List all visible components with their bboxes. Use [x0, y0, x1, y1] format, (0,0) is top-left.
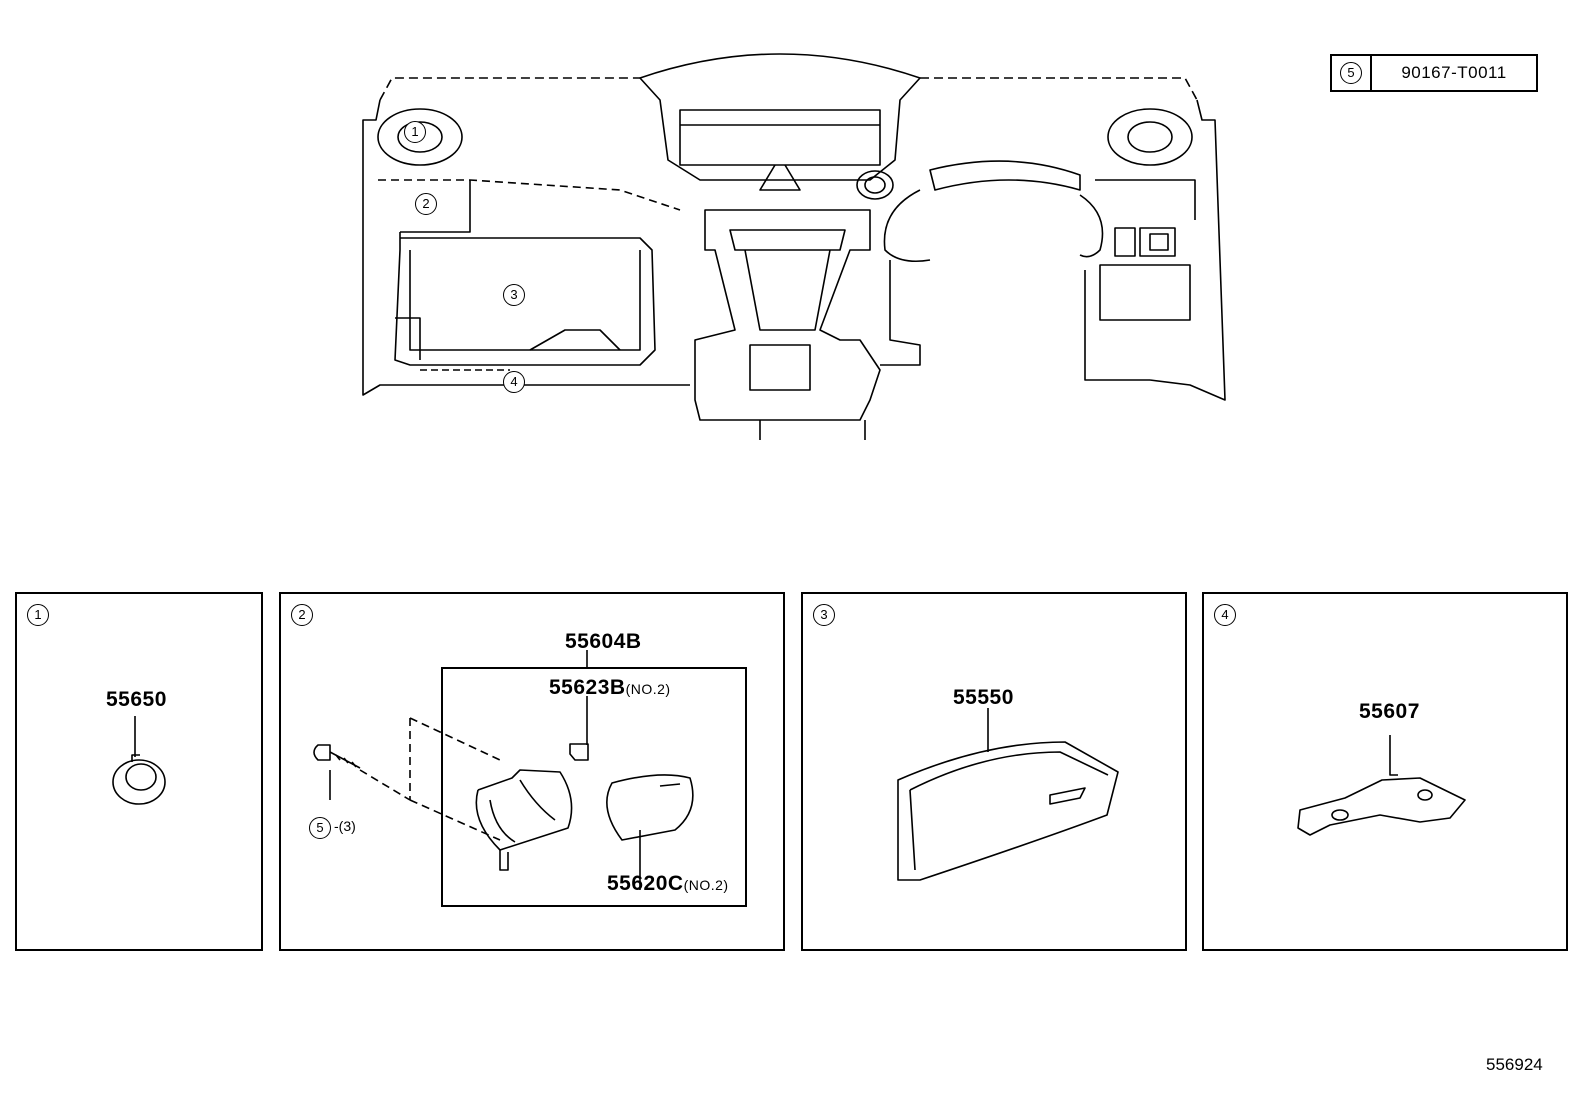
part-label-55623b[interactable]: 55623B(NO.2) — [549, 676, 671, 700]
part-label-55620c[interactable]: 55620C(NO.2) — [607, 872, 729, 896]
part-label-55550[interactable]: 55550 — [953, 686, 1014, 709]
panel-2: 2 55604B 55623B(NO.2) 55620C(NO.2) 5 -(3… — [279, 592, 785, 951]
part-label-55607[interactable]: 55607 — [1359, 700, 1420, 723]
panel-4: 4 55607 — [1202, 592, 1568, 951]
panel-3: 3 55550 — [801, 592, 1187, 951]
panel-1-ref: 1 — [27, 604, 49, 626]
screw-qty: -(3) — [334, 818, 356, 834]
code-part-number: 90167-T0011 — [1401, 63, 1507, 82]
panel-2-ref: 2 — [291, 604, 313, 626]
callout-3[interactable]: 3 — [503, 284, 525, 306]
callout-1[interactable]: 1 — [404, 121, 426, 143]
diagram-id: 556924 — [1486, 1055, 1543, 1074]
part-note-55623b: (NO.2) — [625, 681, 671, 697]
part-number-55623b: 55623B — [549, 676, 626, 699]
panel-1: 1 55650 — [15, 592, 263, 951]
assembly-label-55604b[interactable]: 55604B — [565, 630, 642, 653]
assembly-box — [441, 667, 747, 907]
part-label-55650[interactable]: 55650 — [106, 688, 167, 711]
screw-ref[interactable]: 5 — [309, 817, 331, 839]
panel-4-ref: 4 — [1214, 604, 1236, 626]
panel-3-ref: 3 — [813, 604, 835, 626]
part-note-55620c: (NO.2) — [683, 877, 729, 893]
callout-4[interactable]: 4 — [503, 371, 525, 393]
code-ref-number: 5 — [1340, 62, 1362, 84]
callout-2[interactable]: 2 — [415, 193, 437, 215]
code-ref-cell: 5 — [1332, 56, 1372, 90]
part-number-55620c: 55620C — [607, 872, 684, 895]
part-code-box: 5 90167-T0011 — [1330, 54, 1538, 92]
